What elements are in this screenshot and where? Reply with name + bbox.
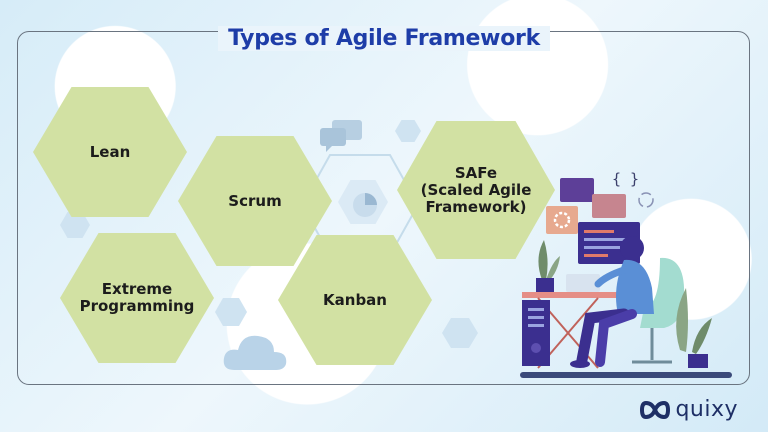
hexagon-label: Lean: [89, 142, 131, 161]
quixy-logo-icon: [640, 400, 671, 419]
hexagon-label: SAFe (Scaled Agile Framework): [420, 163, 532, 216]
background-hexagon: [442, 318, 478, 348]
hexagon-label: Kanban: [323, 290, 387, 309]
code-braces-icon: { }: [612, 170, 639, 188]
hexagon-label: Extreme Programming: [79, 280, 195, 315]
window-panel-icon: [592, 194, 626, 218]
quixy-logo-text: quixy: [675, 397, 738, 422]
svg-text:{ }: { }: [612, 170, 639, 188]
cloud-icon: [223, 335, 287, 370]
quixy-logo: quixy: [640, 397, 738, 422]
hexagon-extreme-programming: Extreme Programming: [60, 233, 214, 363]
gear-icon: [553, 211, 571, 229]
hexagon-lean: Lean: [33, 87, 187, 217]
developer-illustration: { }: [520, 170, 732, 378]
hexagon-label: Scrum: [228, 191, 282, 210]
window-panel-icon: [560, 178, 594, 202]
gear-panel-icon: [546, 206, 578, 234]
chat-bubbles-icon: [320, 120, 362, 152]
refresh-icon: [638, 192, 654, 208]
pie-chart-icon: [353, 193, 377, 217]
background-hexagon: [395, 120, 421, 142]
